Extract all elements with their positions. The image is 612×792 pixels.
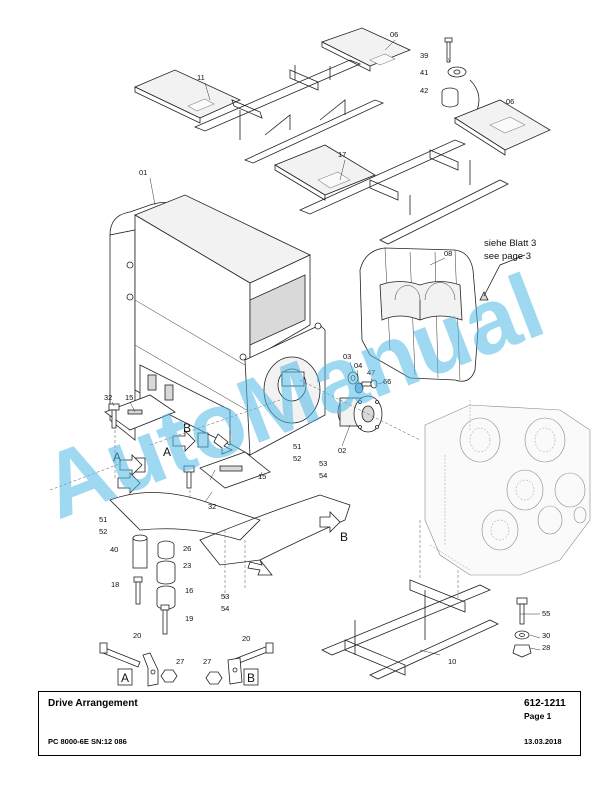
callout-52a: 52 — [293, 454, 301, 463]
callout-32b: 32 — [208, 502, 216, 511]
callout-32a: 32 — [104, 393, 112, 402]
machine-model: PC 8000-6E SN:12 086 — [48, 737, 127, 746]
reference-note-en: see page 3 — [484, 251, 531, 262]
callout-15b: 15 — [258, 472, 266, 481]
callout-06a: 06 — [390, 30, 398, 39]
callout-42: 42 — [420, 86, 428, 95]
main-housing-01 — [109, 194, 326, 456]
detail-box-letter-b: B — [247, 671, 255, 685]
callout-19: 19 — [185, 614, 193, 623]
direction-arrows — [117, 430, 341, 576]
callout-27b: 27 — [203, 657, 211, 666]
callout-15a: 15 — [125, 393, 133, 402]
hollow-arrow-icon — [247, 559, 273, 576]
hollow-arrow-icon — [213, 433, 233, 455]
hollow-arrow-icon — [172, 430, 196, 452]
callout-06b: 06 — [506, 97, 514, 106]
page-number: Page 1 — [524, 711, 552, 721]
callout-40: 40 — [110, 545, 118, 554]
callout-01: 01 — [139, 168, 147, 177]
callout-51b: 51 — [99, 515, 107, 524]
callout-03: 03 — [343, 352, 351, 361]
callout-55: 55 — [542, 609, 550, 618]
callout-27a: 27 — [176, 657, 184, 666]
callout-11: 11 — [197, 73, 205, 82]
callout-52b: 52 — [99, 527, 107, 536]
lower-frame-10 — [321, 520, 499, 680]
fastener-group-55-30-28 — [512, 597, 532, 658]
hollow-arrow-icon — [319, 511, 341, 533]
reference-note-de: siehe Blatt 3 — [484, 238, 536, 249]
callout-26: 26 — [183, 544, 191, 553]
callout-54b: 54 — [221, 604, 229, 613]
pump-distribution-gearbox — [424, 400, 591, 576]
callout-39: 39 — [420, 51, 428, 60]
callout-23: 23 — [183, 561, 191, 570]
callout-20b: 20 — [242, 634, 250, 643]
callout-51a: 51 — [293, 442, 301, 451]
detail-letter-b-1: B — [183, 421, 191, 435]
cover-08 — [359, 247, 526, 382]
fastener-group-39-41-42 — [441, 37, 551, 156]
leader-lines — [111, 39, 541, 656]
detail-parts-a-b — [99, 642, 274, 687]
detail-box-letter-a: A — [121, 671, 129, 685]
drawing-title: Drive Arrangement — [48, 698, 138, 709]
callout-17: 17 — [338, 150, 346, 159]
callout-02: 02 — [338, 446, 346, 455]
callout-28: 28 — [542, 643, 550, 652]
detail-letter-a-2: A — [163, 445, 171, 459]
callout-18: 18 — [111, 580, 119, 589]
callout-53a: 53 — [319, 459, 327, 468]
callout-10: 10 — [448, 657, 456, 666]
callout-47: 47 — [367, 368, 375, 377]
callout-53b: 53 — [221, 592, 229, 601]
reference-note: siehe Blatt 3 see page 3 — [484, 238, 536, 262]
callout-54a: 54 — [319, 471, 327, 480]
middle-frame-assembly — [274, 139, 509, 245]
callout-08: 08 — [444, 249, 452, 258]
callout-04: 04 — [354, 361, 362, 370]
hollow-arrow-icon — [117, 472, 141, 494]
spacer-stack-16-40-18-19-23-26 — [132, 534, 176, 635]
exploded-parts-diagram: 06 39 41 42 06 11 17 01 08 03 04 47 66 0… — [29, 27, 591, 687]
detail-letter-b-2: B — [340, 530, 348, 544]
detail-letters: A B A B A B — [113, 421, 348, 685]
upper-frame-assembly — [134, 27, 412, 164]
drawing-date: 13.03.2018 — [524, 737, 562, 746]
mounting-plates-15-32 — [49, 394, 351, 600]
coupling-parts — [299, 371, 421, 441]
drawing-number: 612-1211 — [524, 698, 566, 709]
callout-16: 16 — [185, 586, 193, 595]
callout-labels: 06 39 41 42 06 11 17 01 08 03 04 47 66 0… — [99, 30, 550, 666]
callout-30: 30 — [542, 631, 550, 640]
hollow-arrow-icon — [119, 454, 143, 476]
callout-66: 66 — [383, 377, 391, 386]
callout-41: 41 — [420, 68, 428, 77]
detail-letter-a-1: A — [113, 450, 121, 464]
callout-20a: 20 — [133, 631, 141, 640]
title-block: Drive Arrangement 612-1211 Page 1 PC 800… — [38, 691, 581, 756]
